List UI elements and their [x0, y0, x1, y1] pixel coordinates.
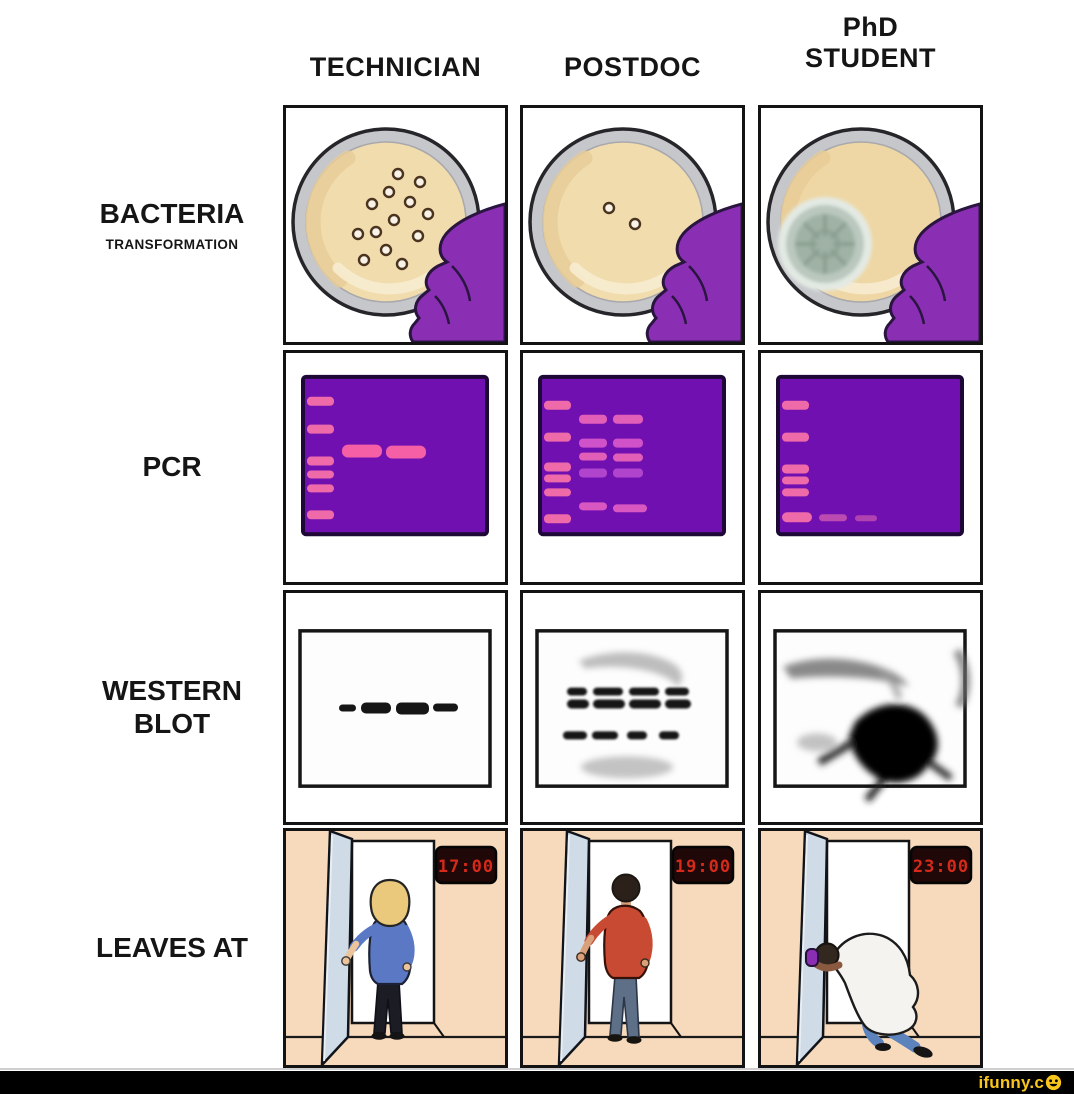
panel-leaves-phd-student: 23:00 [758, 828, 983, 1068]
panel-leaves-postdoc: 19:00 [520, 828, 745, 1068]
blot-bands-fuzzy [563, 687, 691, 740]
panel-leaves-technician: 17:00 [283, 828, 508, 1068]
wall-clock: 19:00 [671, 845, 735, 885]
row-label-leaves-at: LEAVES AT [62, 828, 282, 1068]
wall-clock: 23:00 [909, 845, 973, 885]
blot-film-illustration [298, 629, 492, 788]
gel-illustration [301, 374, 489, 537]
gel-ladder-bands [782, 400, 812, 523]
blot-mess-smudge [783, 648, 970, 803]
column-header-technician: TECHNICIAN [283, 52, 508, 83]
gloved-hand-on-door [805, 948, 819, 967]
panel-bacteria-postdoc [520, 105, 745, 345]
row-label-western-blot: WESTERN BLOT [62, 590, 282, 825]
clock-time: 23:00 [913, 857, 969, 877]
gloved-hand-icon [883, 202, 980, 342]
gel-sample-bands-faint [819, 514, 877, 522]
dark-hair [611, 873, 641, 903]
technician-figure [341, 878, 415, 1040]
panel-western-postdoc [520, 590, 745, 825]
column-header-postdoc: POSTDOC [520, 52, 745, 83]
row-label-pcr-text: PCR [142, 451, 202, 483]
blot-top-smear [579, 652, 683, 687]
clock-time: 17:00 [438, 857, 494, 877]
ifunny-watermark-bar: ifunny.c [0, 1071, 1074, 1094]
bacteria-colonies-few [602, 201, 642, 231]
column-header-technician-label: TECHNICIAN [309, 52, 482, 82]
row-label-bacteria: BACTERIA [99, 197, 245, 229]
panel-pcr-phd-student [758, 350, 983, 585]
bacteria-colonies-many [351, 167, 435, 271]
clock-time: 19:00 [675, 857, 731, 877]
gel-illustration [776, 374, 964, 537]
lab-coat [829, 932, 920, 1036]
mold-contamination [778, 197, 872, 291]
postdoc-figure [576, 873, 653, 1044]
panel-pcr-technician [283, 350, 508, 585]
column-header-phd-student: PhD STUDENT [758, 12, 983, 74]
blot-film-illustration [535, 629, 729, 788]
petri-dish-illustration [528, 127, 742, 342]
smiley-icon [1045, 1074, 1062, 1090]
blot-bands-clean [339, 702, 458, 715]
wall-clock: 17:00 [434, 845, 498, 885]
gloved-hand-icon [645, 202, 742, 342]
panel-western-technician [283, 590, 508, 825]
petri-dish-illustration [766, 127, 980, 342]
row-label-bacteria-transformation: BACTERIA TRANSFORMATION [62, 105, 282, 345]
panel-bacteria-phd-student [758, 105, 983, 345]
footer-divider [0, 1068, 1074, 1070]
row-label-pcr: PCR [62, 350, 282, 585]
open-door [557, 831, 591, 1065]
column-header-postdoc-label: POSTDOC [563, 52, 701, 82]
row-label-western-blot-text: WESTERN BLOT [102, 675, 242, 739]
watermark-text: ifunny.c [978, 1072, 1044, 1092]
phd-student-figure [805, 932, 933, 1058]
gel-ladder-bands [307, 396, 334, 520]
blonde-hair [369, 878, 411, 928]
petri-dish-illustration [291, 127, 505, 342]
gel-illustration [538, 374, 726, 537]
gloved-hand-icon [408, 202, 505, 342]
column-header-phd-student-label: PhD STUDENT [805, 12, 936, 74]
open-door [320, 831, 354, 1065]
blot-bottom-smear [581, 756, 673, 779]
row-label-transformation: TRANSFORMATION [105, 237, 239, 253]
gel-ladder-bands [544, 400, 571, 524]
row-label-leaves-at-text: LEAVES AT [96, 931, 248, 963]
gel-sample-bands [579, 414, 647, 513]
panel-western-phd-student [758, 590, 983, 825]
panel-pcr-postdoc [520, 350, 745, 585]
panel-bacteria-technician [283, 105, 508, 345]
gel-sample-bands [342, 444, 426, 459]
blot-film-illustration [773, 629, 970, 803]
